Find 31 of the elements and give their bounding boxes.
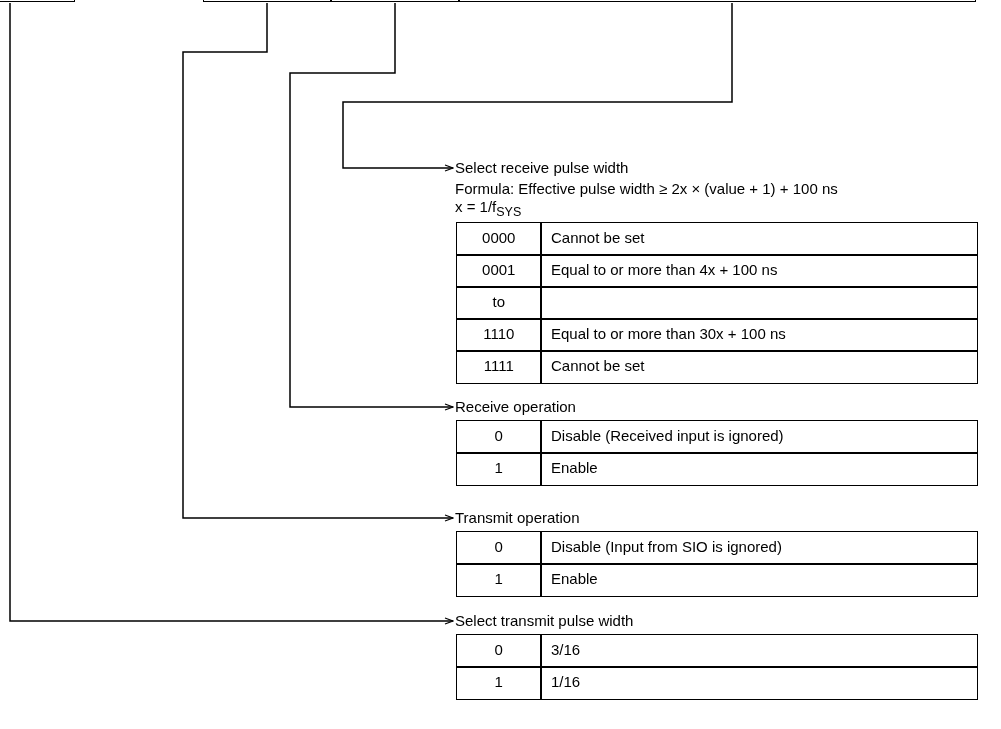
bit-value-cell: 1111 — [456, 350, 542, 384]
leader-arrow — [182, 2, 454, 522]
bit-value-cell: 0001 — [456, 254, 542, 288]
field-description: Receive operation — [455, 398, 576, 416]
leader-arrow — [342, 2, 733, 172]
bit-value-cell: 0 — [456, 634, 542, 668]
field-description: Select transmit pulse width — [455, 612, 634, 630]
setting-description-cell: Cannot be set — [540, 222, 978, 256]
leader-arrow — [9, 2, 454, 625]
field-description: Transmit operation — [455, 509, 580, 527]
setting-description-cell: Enable — [540, 563, 978, 597]
setting-description-cell: Disable (Input from SIO is ignored) — [540, 531, 978, 565]
bit-value-cell: 1 — [456, 563, 542, 597]
formula-text: x = 1/f$_{SYS}$ — [455, 198, 522, 221]
setting-description-cell: 1/16 — [540, 666, 978, 700]
bit-value-cell: 1 — [456, 666, 542, 700]
bit-value-cell: 0 — [456, 531, 542, 565]
leader-arrow — [289, 2, 454, 411]
setting-description-cell: Equal to or more than 4x + 100 ns — [540, 254, 978, 288]
setting-description-cell: Enable — [540, 452, 978, 486]
bit-value-cell: to — [456, 286, 542, 320]
setting-description-cell: 3/16 — [540, 634, 978, 668]
bit-value-cell: 1110 — [456, 318, 542, 352]
bit-value-cell: 1 — [456, 452, 542, 486]
field-description: Select receive pulse width — [455, 159, 629, 177]
setting-description-cell: Equal to or more than 30x + 100 ns — [540, 318, 978, 352]
formula-text: Formula: Effective pulse width ≥ 2x × (value + 1) + 100 ns — [455, 180, 838, 198]
setting-description-cell: Disable (Received input is ignored) — [540, 420, 978, 454]
bit-value-cell: 0 — [456, 420, 542, 454]
setting-description-cell: Cannot be set — [540, 350, 978, 384]
bit-value-cell: 0000 — [456, 222, 542, 256]
